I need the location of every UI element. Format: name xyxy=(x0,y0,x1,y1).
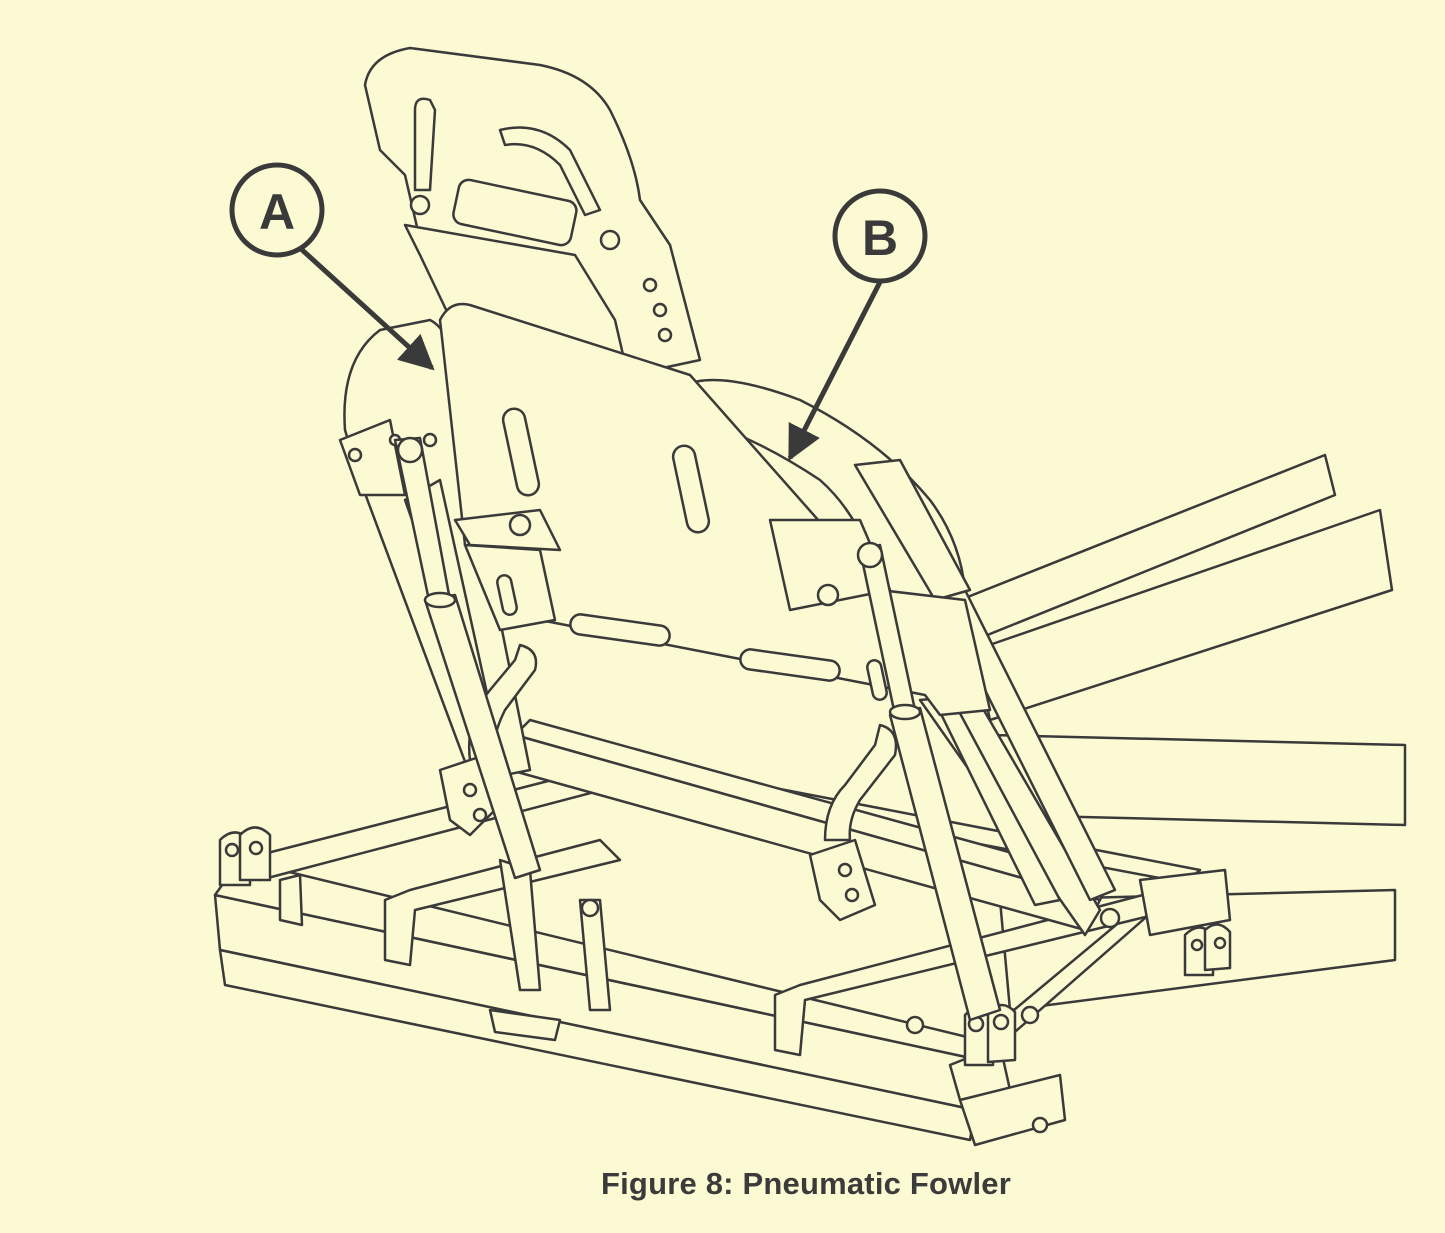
fowler-backrest-panel xyxy=(438,302,992,717)
callout-b-label: B xyxy=(862,210,898,266)
figure-caption: Figure 8: Pneumatic Fowler xyxy=(600,1166,1011,1201)
pneumatic-cylinder-right xyxy=(856,541,1002,1022)
callout-a-circle xyxy=(229,162,325,258)
callout-b-arrow xyxy=(787,280,883,462)
pneumatic-cylinder-left xyxy=(393,436,542,880)
callout-b-circle xyxy=(832,188,928,284)
callout-a-label: A xyxy=(259,184,295,240)
fowler-head-panel xyxy=(363,46,702,387)
callout-a-arrow xyxy=(298,246,435,371)
side-rails-right xyxy=(958,453,1407,1012)
base-frame xyxy=(213,758,1232,1147)
callout-b: B xyxy=(787,188,928,462)
frame-brackets xyxy=(218,826,1232,1134)
callout-a: A xyxy=(229,162,435,371)
fowler-right-arm xyxy=(683,378,1117,907)
